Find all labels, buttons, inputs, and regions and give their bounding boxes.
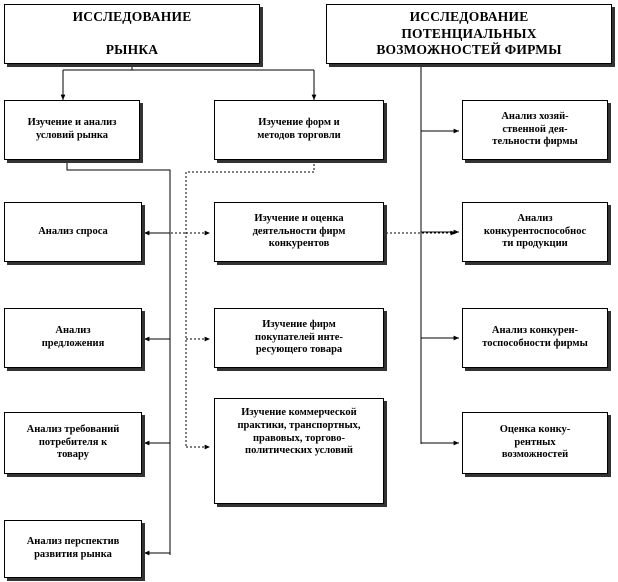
line-conditions-down — [66, 160, 171, 555]
supply-analysis-box: Анализ предложения — [4, 308, 142, 368]
competitive-capabilities-box: Оценка конку- рентных возможностей — [462, 412, 608, 474]
economic-activity-box: Анализ хозяй- ственной дея- тельности фи… — [462, 100, 608, 160]
commercial-practice-box: Изучение коммерческой практики, транспор… — [214, 398, 384, 504]
buyer-firms-box: Изучение фирм покупателей инте- ресующег… — [214, 308, 384, 368]
conditions-analysis-box: Изучение и анализ условий рынка — [4, 100, 140, 160]
firm-competitiveness-box: Анализ конкурен- тоспособности фирмы — [462, 308, 608, 368]
trade-forms-box: Изучение форм и методов торговли — [214, 100, 384, 160]
firm-potential-title: ИССЛЕДОВАНИЕ ПОТЕНЦИАЛЬНЫХ ВОЗМОЖНОСТЕЙ … — [326, 4, 612, 64]
market-prospects-box: Анализ перспектив развития рынка — [4, 520, 142, 578]
consumer-requirements-box: Анализ требований потребителя к товару — [4, 412, 142, 474]
dotted-trade-down — [185, 160, 315, 448]
competitors-activity-box: Изучение и оценка деятельности фирм конк… — [214, 202, 384, 262]
product-competitiveness-box: Анализ конкурентоспособнос ти продукции — [462, 202, 608, 262]
market-research-title: ИССЛЕДОВАНИЕ РЫНКА — [4, 4, 260, 64]
demand-analysis-box: Анализ спроса — [4, 202, 142, 262]
